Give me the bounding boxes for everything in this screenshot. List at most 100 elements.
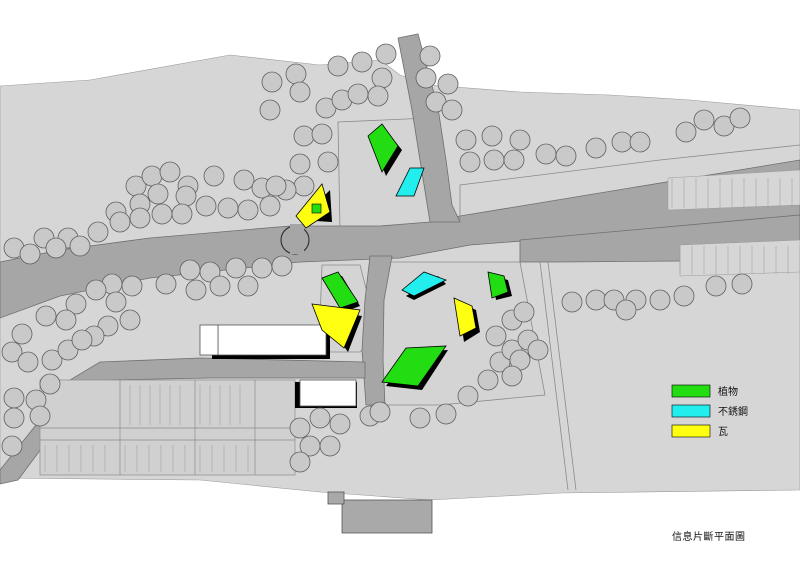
tree [175, 185, 197, 207]
tree [141, 165, 163, 187]
tree [311, 123, 333, 145]
fragment-plant-5 [381, 345, 447, 387]
tree [11, 323, 33, 345]
tree [481, 125, 503, 147]
tree [705, 275, 727, 297]
tree [195, 195, 217, 217]
legend-swatch [671, 404, 711, 418]
building-2 [299, 379, 357, 407]
tree [225, 257, 247, 279]
tree [649, 289, 671, 311]
tree [3, 407, 25, 429]
tree [285, 63, 307, 85]
buildings [199, 324, 433, 534]
tree [55, 309, 77, 331]
tree [41, 349, 63, 371]
tree [289, 417, 311, 439]
tree [185, 279, 207, 301]
tree [261, 71, 283, 93]
fragment-plant-1 [367, 123, 399, 173]
tree [317, 151, 339, 173]
tree [675, 121, 697, 143]
building-3 [341, 499, 433, 534]
tree [217, 197, 239, 219]
tree [477, 369, 499, 391]
tree [369, 401, 391, 423]
tree [319, 435, 341, 457]
tree [289, 153, 311, 175]
tree [293, 125, 315, 147]
tree [289, 81, 311, 103]
tree [237, 199, 259, 221]
east-lane [459, 144, 800, 491]
tree [171, 203, 193, 225]
tree [483, 149, 505, 171]
tree [561, 291, 583, 313]
tree [371, 67, 393, 89]
tree [435, 403, 457, 425]
tree [513, 301, 535, 323]
tree [327, 55, 349, 77]
tree [459, 151, 481, 173]
tree [555, 145, 577, 167]
tree [45, 237, 67, 259]
tree [69, 235, 91, 257]
fragment-plant-4 [487, 271, 509, 299]
right-parking [667, 169, 800, 277]
legend-label: 植物 [718, 385, 738, 398]
tree [259, 195, 281, 217]
tree [509, 129, 531, 151]
tree [309, 407, 331, 429]
legend-label: 瓦 [718, 427, 728, 438]
building-1 [217, 324, 327, 356]
tree [585, 289, 607, 311]
tree [1, 435, 23, 457]
tree [409, 407, 431, 429]
tree [87, 221, 109, 243]
tree [293, 175, 315, 197]
tree [299, 435, 321, 457]
tree [503, 149, 525, 171]
tree [457, 385, 479, 407]
tree [673, 285, 695, 307]
tree [65, 293, 87, 315]
fragment-steel-1 [395, 167, 425, 197]
tree [535, 143, 557, 165]
tree [119, 309, 141, 331]
tree [17, 351, 39, 373]
legend-label: 不銹鋼 [718, 405, 748, 418]
tree [289, 451, 311, 473]
tree [29, 405, 51, 427]
tree [731, 273, 753, 295]
tree [265, 175, 287, 197]
info-fragments [295, 123, 512, 390]
tree [441, 99, 463, 121]
tree [209, 275, 231, 297]
tree [259, 99, 281, 121]
tree [629, 131, 651, 153]
fragment-steel-2 [401, 271, 448, 297]
fragment-tile-2 [311, 303, 361, 349]
legend-swatch [671, 424, 711, 438]
tree [155, 273, 177, 295]
parking-lot [39, 379, 296, 476]
legend-swatch [671, 384, 711, 398]
tree [351, 51, 373, 73]
tree [203, 165, 225, 187]
tree [159, 161, 181, 183]
tree [109, 211, 131, 233]
tree [375, 43, 397, 65]
tree [237, 275, 259, 297]
tree [71, 329, 93, 351]
tree [147, 183, 169, 205]
tree [585, 137, 607, 159]
tree [455, 129, 477, 151]
tree [347, 83, 369, 105]
tree [329, 413, 351, 435]
tree [415, 67, 437, 89]
tree [611, 131, 633, 153]
tree [419, 45, 441, 67]
tree [233, 169, 255, 191]
tree [121, 275, 143, 297]
